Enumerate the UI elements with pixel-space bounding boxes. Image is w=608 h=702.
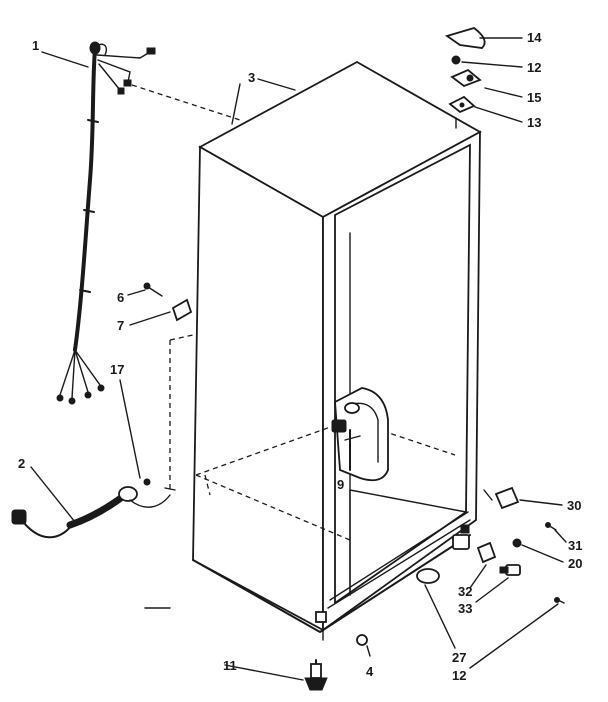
label-13: 13	[527, 115, 541, 130]
rear-bracket-assembly	[331, 387, 389, 482]
label-14: 14	[527, 30, 542, 45]
label-3: 3	[248, 70, 255, 85]
base-parts	[304, 568, 440, 691]
bottom-hinge-parts	[452, 486, 565, 604]
label-32: 32	[458, 584, 472, 599]
label-15: 15	[527, 90, 541, 105]
label-2: 2	[18, 456, 25, 471]
label-27: 27	[452, 650, 466, 665]
hinge-bracket-left	[143, 282, 193, 322]
label-12-top: 12	[527, 60, 541, 75]
callout-labels: 1 2 3 4 6 7 9 11 12 12 13 14 15 17 20 27…	[18, 30, 582, 683]
wiring-harness	[56, 41, 156, 405]
label-31: 31	[568, 538, 582, 553]
label-9: 9	[337, 477, 344, 492]
label-6: 6	[117, 290, 124, 305]
leader-lines	[30, 37, 567, 681]
label-17: 17	[110, 362, 124, 377]
label-1: 1	[32, 38, 39, 53]
label-11: 11	[223, 658, 237, 673]
label-4: 4	[366, 664, 374, 679]
label-7: 7	[117, 318, 124, 333]
label-20: 20	[568, 556, 582, 571]
label-12-bottom: 12	[452, 668, 466, 683]
top-hinge-parts	[444, 27, 486, 129]
power-cord	[11, 478, 176, 539]
label-33: 33	[458, 601, 472, 616]
label-30: 30	[567, 498, 581, 513]
cabinet-body	[192, 60, 482, 641]
